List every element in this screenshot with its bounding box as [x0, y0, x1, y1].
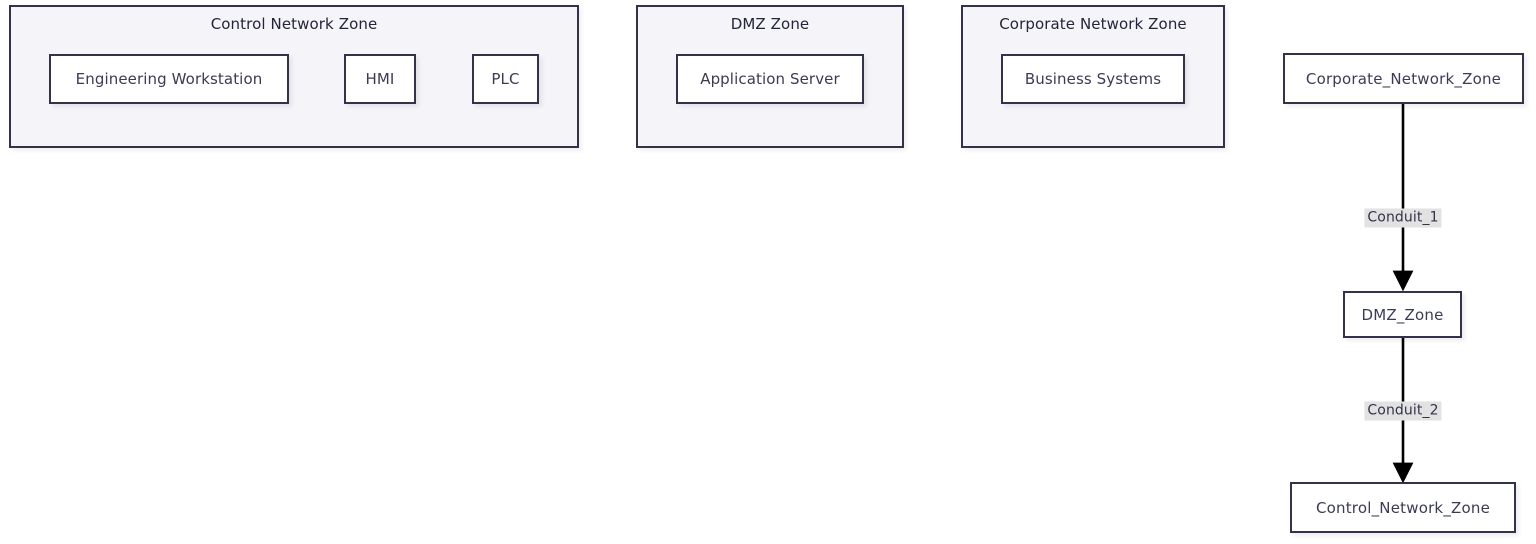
node-label-hmi: HMI [365, 70, 395, 88]
zone-title-control-network: Control Network Zone [210, 15, 378, 33]
node-engineering-workstation[interactable]: Engineering Workstation [49, 54, 289, 104]
node-hmi[interactable]: HMI [344, 54, 416, 104]
edge-label-conduit-2: Conduit_2 [1364, 401, 1442, 421]
node-business-systems[interactable]: Business Systems [1001, 54, 1185, 104]
node-label-application-server: Application Server [700, 70, 840, 88]
zone-title-dmz: DMZ Zone [730, 15, 810, 33]
flow-node-label-dmz-zone: DMZ_Zone [1361, 305, 1444, 324]
flow-node-dmz-zone[interactable]: DMZ_Zone [1343, 291, 1462, 338]
node-label-engineering-workstation: Engineering Workstation [75, 70, 263, 88]
flow-node-label-control-network-zone: Control_Network_Zone [1315, 498, 1491, 517]
flow-node-corporate-network-zone[interactable]: Corporate_Network_Zone [1283, 53, 1524, 104]
node-label-plc: PLC [491, 70, 520, 88]
edge-label-conduit-1: Conduit_1 [1364, 208, 1442, 228]
node-label-business-systems: Business Systems [1024, 70, 1162, 88]
node-plc[interactable]: PLC [472, 54, 539, 104]
flow-node-control-network-zone[interactable]: Control_Network_Zone [1290, 482, 1516, 533]
flow-node-label-corporate-network-zone: Corporate_Network_Zone [1305, 69, 1502, 88]
node-application-server[interactable]: Application Server [676, 54, 864, 104]
zone-title-corporate-network: Corporate Network Zone [999, 15, 1187, 33]
